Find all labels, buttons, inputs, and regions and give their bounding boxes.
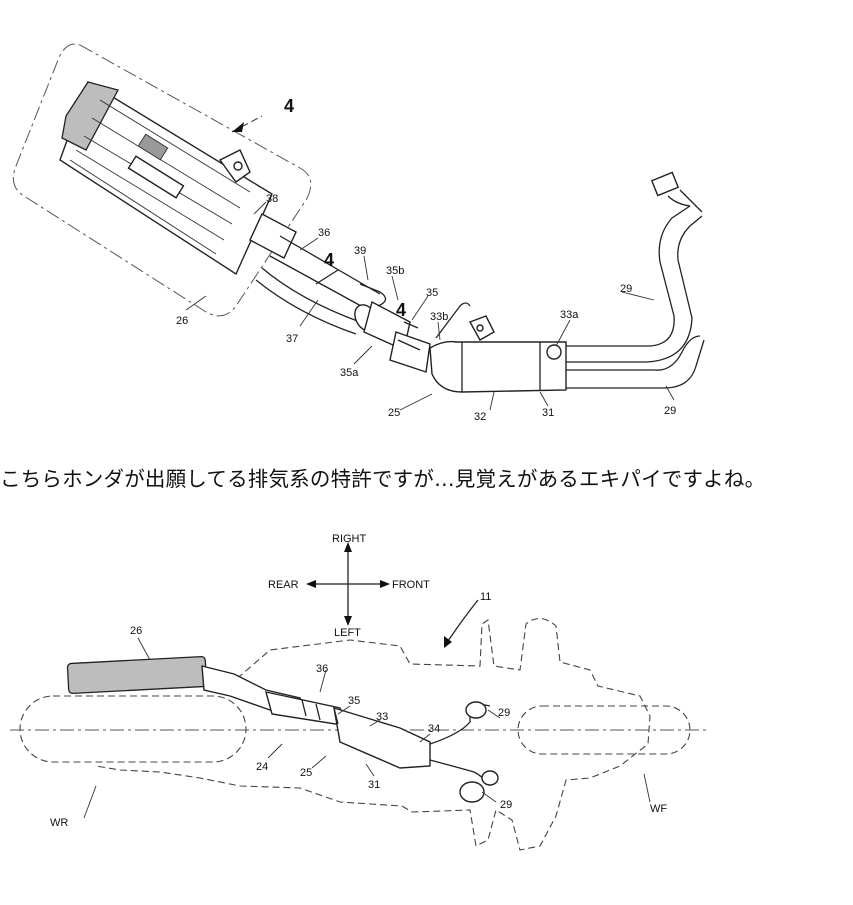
collector-31-top	[333, 706, 431, 769]
label-29-top-upper: 29	[498, 707, 510, 719]
muffler-inlet-collar	[249, 213, 297, 259]
sensor-lead-33b	[435, 302, 471, 339]
label-wr: WR	[50, 817, 68, 829]
label-37: 37	[286, 333, 298, 345]
label-25: 25	[388, 407, 400, 419]
label-32: 32	[474, 411, 486, 423]
arrow-11-head	[444, 636, 452, 648]
connecting-pipe-37	[255, 267, 361, 335]
section-mark-4-top: 4	[284, 96, 294, 116]
connecting-pipe-36	[269, 235, 381, 313]
label-25-top: 25	[300, 767, 312, 779]
label-33b: 33b	[430, 311, 448, 323]
section-mark-4-mid: 4	[324, 250, 334, 270]
label-26: 26	[176, 315, 188, 327]
leader-11	[445, 599, 479, 645]
label-38: 38	[266, 193, 278, 205]
label-33-top: 33	[376, 711, 388, 723]
leader-lines-bottom	[83, 637, 651, 819]
header-flange	[650, 171, 680, 197]
exhaust-top-assembly	[66, 655, 499, 803]
header-pipes-29	[566, 171, 705, 389]
header-port-lower	[459, 781, 485, 803]
muffler-end-cap	[61, 81, 119, 151]
joint-35-assembly	[354, 283, 431, 373]
section-arrow-head-4a	[232, 122, 244, 132]
compass-label-rear: REAR	[268, 579, 299, 591]
compass-arrow-left	[344, 616, 352, 626]
compass-label-left: LEFT	[334, 627, 361, 639]
label-29-top-lower: 29	[500, 799, 512, 811]
rear-wheel-outline	[19, 695, 247, 763]
label-35b: 35b	[386, 265, 404, 277]
joint-35b-edge	[397, 321, 421, 351]
label-36: 36	[318, 227, 330, 239]
header-pipe-upper-outer	[566, 205, 691, 347]
label-39: 39	[354, 245, 366, 257]
label-29-lower: 29	[664, 405, 676, 417]
collector-assembly	[429, 302, 567, 393]
direction-compass: RIGHT LEFT REAR FRONT	[268, 533, 430, 639]
exhaust-top-view-drawing: RIGHT LEFT REAR FRONT	[10, 533, 710, 851]
compass-arrow-right	[344, 542, 352, 552]
patent-figure-side-view: 4 4 4 38 36 26 37 39 35b 35 35a 33b 33a …	[0, 0, 853, 440]
muffler-detail-enclosure	[12, 43, 312, 317]
label-35: 35	[426, 287, 438, 299]
header-pipe-lower-inner	[566, 339, 705, 389]
collector-seams	[461, 342, 541, 392]
label-26-top: 26	[130, 625, 142, 637]
header-pipe-upper-inner	[566, 215, 703, 363]
muffler-26-top	[66, 655, 208, 695]
label-31-top: 31	[368, 779, 380, 791]
motorcycle-body-outline	[95, 617, 651, 851]
bracket-hole-33b	[476, 324, 484, 332]
label-31: 31	[542, 407, 554, 419]
bracket-hole	[233, 161, 243, 171]
article-caption: こちらホンダが出願してる排気系の特許ですが…見覚えがあるエキパイですよね。	[0, 467, 766, 491]
header-port-lower-2	[481, 770, 499, 786]
clamp-39	[359, 283, 387, 307]
muffler-perforated-tube	[137, 133, 169, 161]
muffler-inner-pipe	[127, 155, 185, 199]
joint-35a-sleeve	[389, 331, 431, 373]
sensor-boss-33a	[546, 344, 562, 360]
collector-chamber-31-32	[429, 340, 567, 393]
header-port-upper	[465, 701, 487, 719]
compass-arrow-rear	[306, 580, 316, 588]
front-wheel-outline	[517, 705, 691, 755]
patent-figure-top-view: RIGHT LEFT REAR FRONT	[0, 520, 853, 900]
header-pipe-lower-outer	[566, 335, 701, 371]
label-36-top: 36	[316, 663, 328, 675]
label-24-top: 24	[256, 761, 268, 773]
exhaust-side-view-drawing: 4 4 4 38 36 26 37 39 35b 35 35a 33b 33a …	[12, 43, 705, 423]
joint-rings-top	[301, 699, 339, 725]
muffler-assembly	[59, 80, 297, 276]
compass-label-right: RIGHT	[332, 533, 367, 545]
label-29-upper: 29	[620, 283, 632, 295]
label-33a: 33a	[560, 309, 579, 321]
label-35a: 35a	[340, 367, 359, 379]
section-mark-4-lower: 4	[396, 300, 406, 320]
label-35-top: 35	[348, 695, 360, 707]
section-line-4b	[315, 269, 339, 285]
header-flange-neck	[667, 189, 703, 213]
label-wf: WF	[650, 803, 667, 815]
leader-lines-top	[185, 201, 675, 411]
compass-label-front: FRONT	[392, 579, 430, 591]
compass-arrow-front	[380, 580, 390, 588]
label-34-top: 34	[428, 723, 440, 735]
label-11: 11	[480, 591, 491, 603]
